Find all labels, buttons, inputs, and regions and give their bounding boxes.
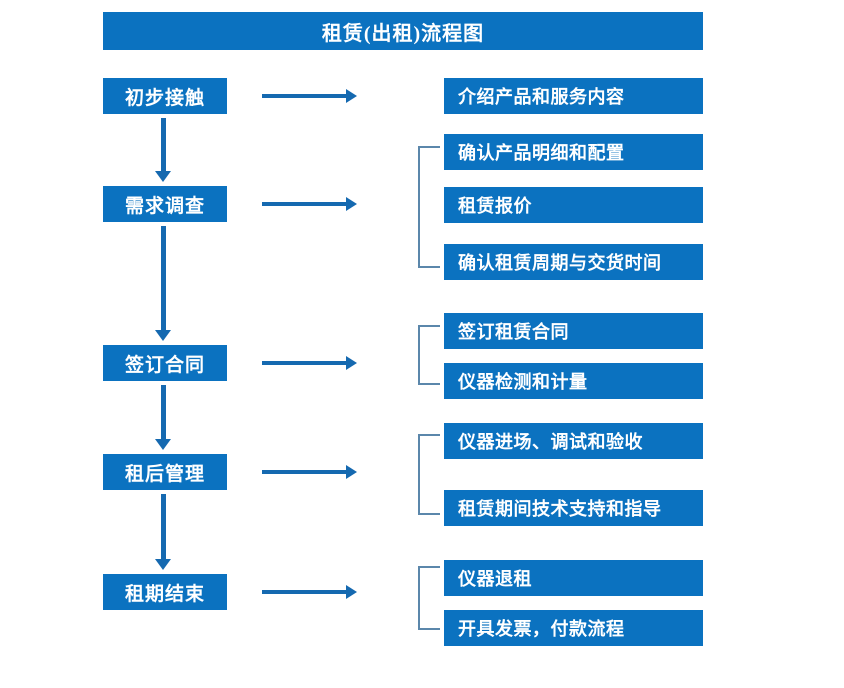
flow-arrow-down-2 xyxy=(155,226,171,341)
detail-box-8[interactable]: 租赁期间技术支持和指导 xyxy=(444,490,703,526)
branch-arrow-right-5 xyxy=(262,585,357,599)
detail-box-4[interactable]: 确认租赁周期与交货时间 xyxy=(444,244,703,280)
flow-arrow-down-4 xyxy=(155,494,171,570)
group-bracket-contract xyxy=(418,325,440,385)
stage-box-2[interactable]: 需求调查 xyxy=(103,186,227,222)
stage-box-5[interactable]: 租期结束 xyxy=(103,574,227,610)
page-title: 租赁(出租)流程图 xyxy=(103,12,703,50)
branch-arrow-right-1 xyxy=(262,89,357,103)
branch-arrow-right-2 xyxy=(262,197,357,211)
detail-box-6[interactable]: 仪器检测和计量 xyxy=(444,363,703,399)
group-bracket-end-of-term xyxy=(418,566,440,630)
flow-arrow-down-3 xyxy=(155,385,171,450)
detail-box-2[interactable]: 确认产品明细和配置 xyxy=(444,134,703,170)
detail-box-3[interactable]: 租赁报价 xyxy=(444,187,703,223)
stage-box-4[interactable]: 租后管理 xyxy=(103,454,227,490)
stage-box-3[interactable]: 签订合同 xyxy=(103,345,227,381)
branch-arrow-right-3 xyxy=(262,356,357,370)
detail-box-10[interactable]: 开具发票，付款流程 xyxy=(444,610,703,646)
detail-box-7[interactable]: 仪器进场、调试和验收 xyxy=(444,423,703,459)
detail-box-5[interactable]: 签订租赁合同 xyxy=(444,313,703,349)
stage-box-1[interactable]: 初步接触 xyxy=(103,78,227,114)
group-bracket-requirements xyxy=(418,146,440,268)
detail-box-1[interactable]: 介绍产品和服务内容 xyxy=(444,78,703,114)
branch-arrow-right-4 xyxy=(262,465,357,479)
flow-arrow-down-1 xyxy=(155,118,171,182)
detail-box-9[interactable]: 仪器退租 xyxy=(444,560,703,596)
group-bracket-post-rental xyxy=(418,434,440,515)
